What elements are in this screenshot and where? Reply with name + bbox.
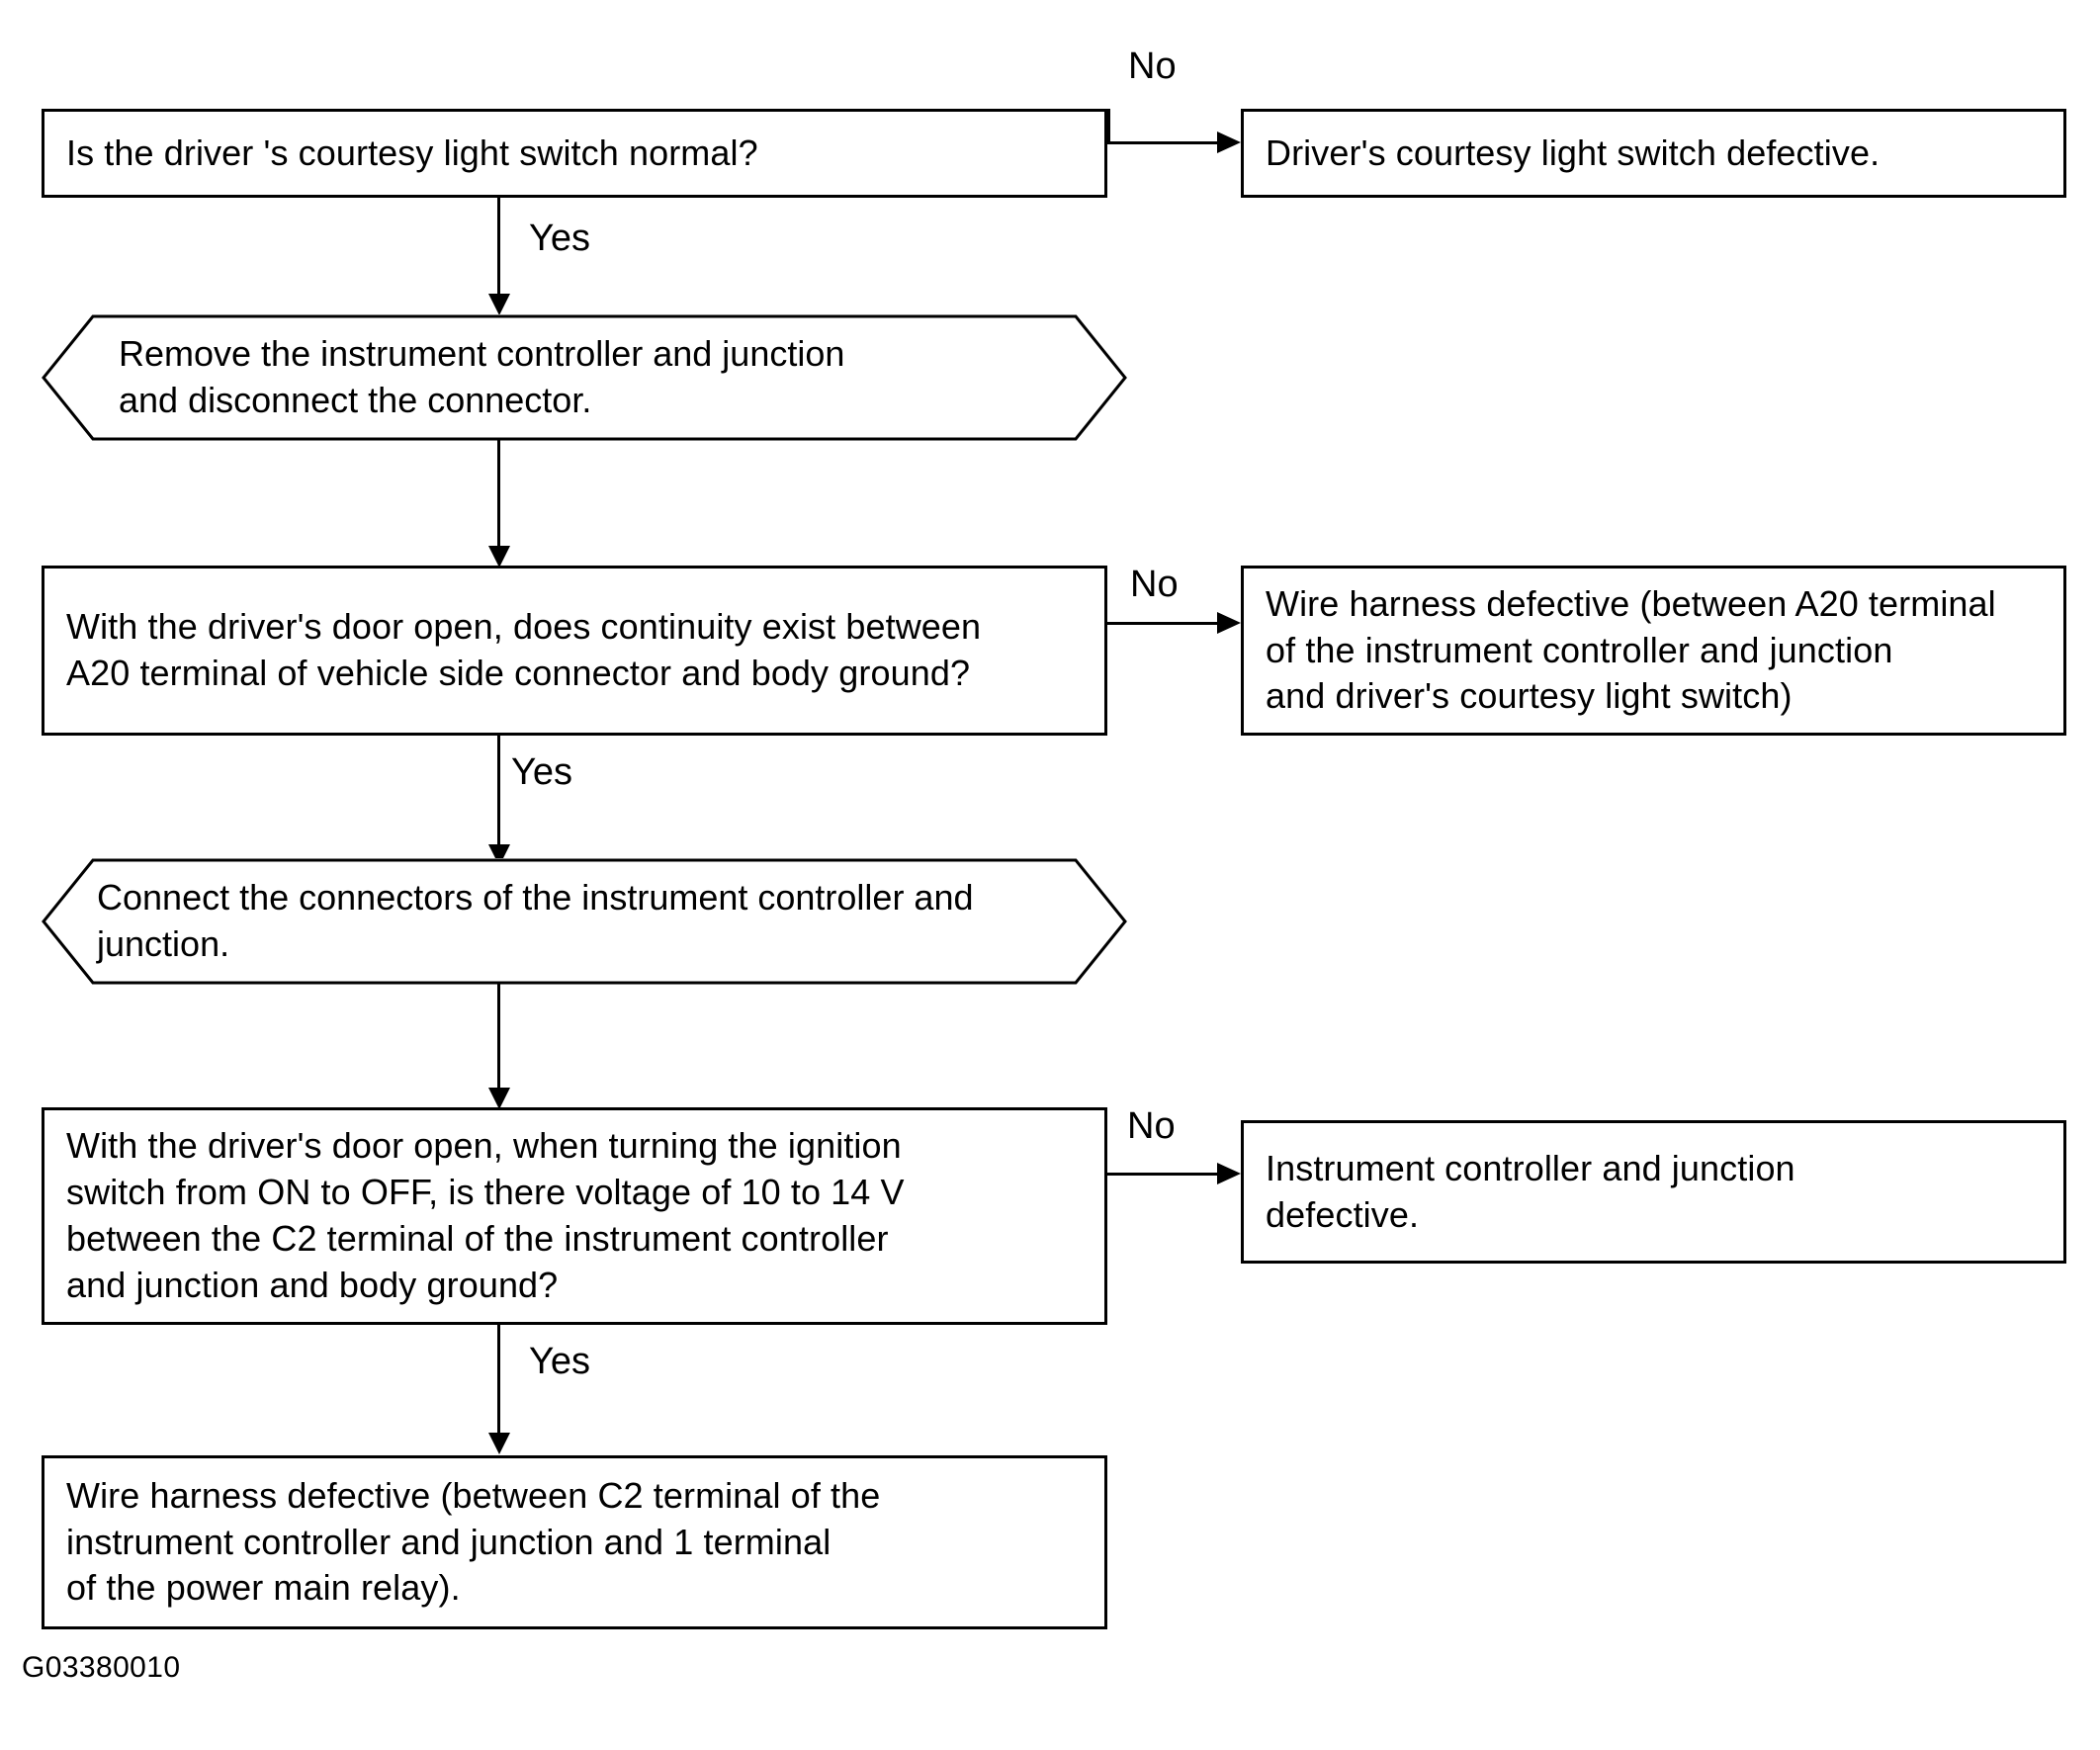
- edge-p1-to-q2-line: [497, 439, 500, 558]
- decision-box-a20-continuity-text: With the driver's door open, does contin…: [66, 606, 982, 693]
- figure-reference-id: G03380010: [22, 1651, 181, 1684]
- decision-box-a20-continuity: With the driver's door open, does contin…: [42, 566, 1107, 736]
- result-box-wire-harness-c2-defective-text: Wire harness defective (between C2 termi…: [66, 1474, 881, 1609]
- result-box-wire-harness-a20-defective: Wire harness defective (between A20 term…: [1241, 566, 2066, 736]
- result-box-courtesy-switch-defective-text: Driver's courtesy light switch defective…: [1266, 131, 1881, 173]
- edge-q2-no-horizontal-segment: [1107, 622, 1223, 625]
- decision-box-courtesy-switch-normal-text: Is the driver 's courtesy light switch n…: [66, 131, 758, 173]
- result-box-instrument-controller-defective-text: Instrument controller and junction defec…: [1266, 1147, 1795, 1235]
- edge-q1-no-arrowhead: [1217, 131, 1241, 153]
- decision-box-c2-voltage-text: With the driver's door open, when turnin…: [66, 1125, 905, 1305]
- edge-q2-yes-line: [497, 736, 500, 854]
- edge-label-q3-no: No: [1127, 1105, 1176, 1147]
- edge-label-q1-yes: Yes: [529, 218, 590, 259]
- edge-label-q2-yes: Yes: [511, 751, 572, 793]
- edge-label-q1-no: No: [1128, 45, 1177, 87]
- edge-p2-to-q3-arrowhead: [488, 1088, 510, 1109]
- edge-p1-to-q2-arrowhead: [488, 546, 510, 568]
- edge-q2-no-arrowhead: [1217, 612, 1241, 634]
- process-box-remove-controller-text: Remove the instrument controller and jun…: [119, 333, 845, 420]
- process-box-connect-connectors-text: Connect the connectors of the instrument…: [97, 877, 974, 964]
- edge-p2-to-q3-line: [497, 983, 500, 1101]
- edge-label-q2-no: No: [1130, 564, 1179, 605]
- process-box-connect-connectors: Connect the connectors of the instrument…: [42, 858, 1127, 985]
- process-box-connect-connectors-outline: [42, 858, 1127, 985]
- decision-box-c2-voltage: With the driver's door open, when turnin…: [42, 1107, 1107, 1325]
- result-box-wire-harness-a20-defective-text: Wire harness defective (between A20 term…: [1266, 582, 1996, 717]
- decision-box-courtesy-switch-normal: Is the driver 's courtesy light switch n…: [42, 109, 1107, 198]
- edge-q1-no-vertical-segment: [1107, 109, 1110, 143]
- edge-q3-yes-arrowhead: [488, 1433, 510, 1454]
- edge-q1-yes-arrowhead: [488, 294, 510, 315]
- edge-q3-no-arrowhead: [1217, 1163, 1241, 1184]
- edge-q1-no-horizontal-segment: [1107, 141, 1226, 144]
- result-box-instrument-controller-defective: Instrument controller and junction defec…: [1241, 1120, 2066, 1264]
- process-box-remove-controller: Remove the instrument controller and jun…: [42, 314, 1127, 441]
- process-box-remove-controller-outline: [42, 314, 1127, 441]
- edge-q3-yes-line: [497, 1325, 500, 1442]
- result-box-courtesy-switch-defective: Driver's courtesy light switch defective…: [1241, 109, 2066, 198]
- result-box-wire-harness-c2-defective: Wire harness defective (between C2 termi…: [42, 1455, 1107, 1629]
- edge-q3-no-horizontal-segment: [1107, 1173, 1221, 1176]
- edge-q1-yes-line: [497, 198, 500, 302]
- edge-label-q3-yes: Yes: [529, 1341, 590, 1382]
